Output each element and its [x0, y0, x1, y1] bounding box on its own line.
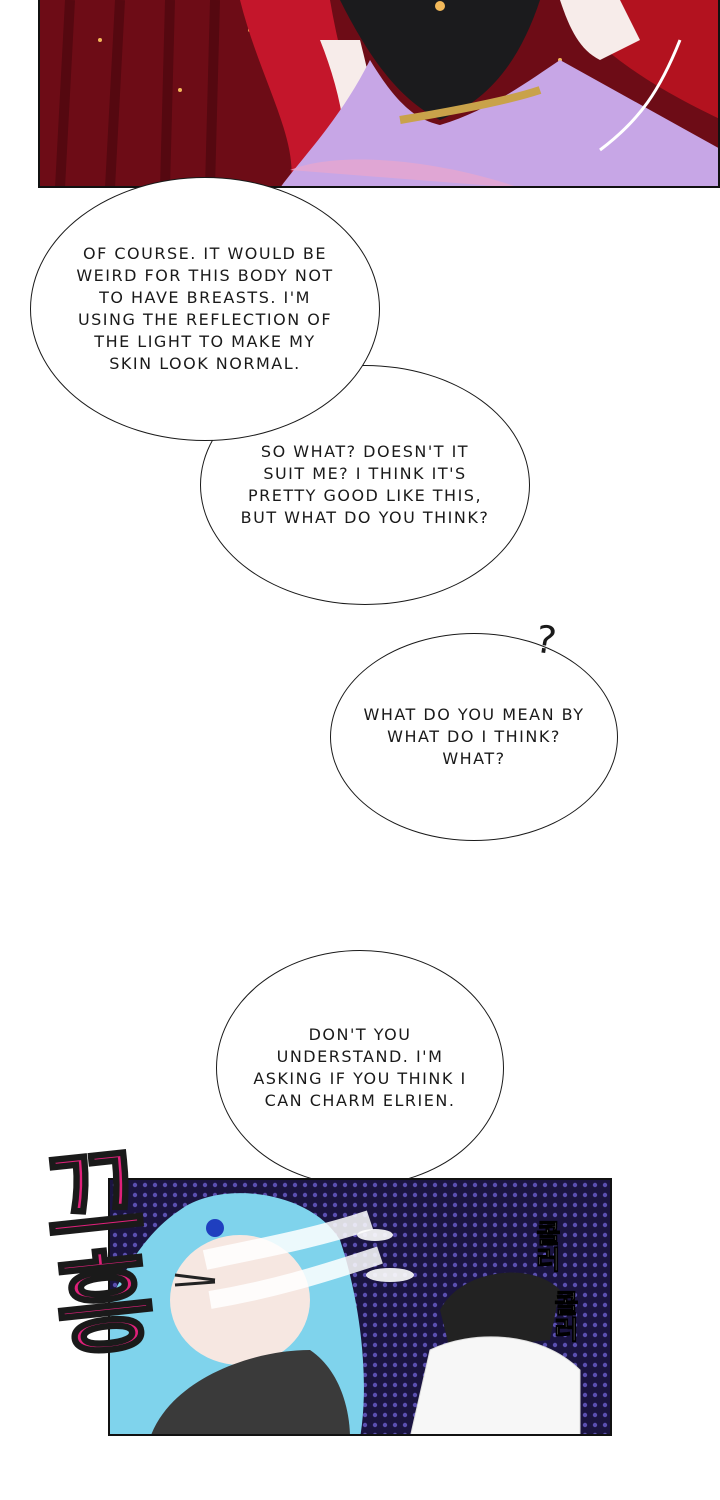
sfx-big: 끄흥 — [15, 1133, 165, 1364]
bottom-panel-art — [110, 1180, 610, 1434]
top-panel — [38, 0, 720, 188]
sfx-cough-1: 콜러 — [531, 1220, 562, 1273]
speech-bubble-4: DON'T YOU UNDERSTAND. I'M ASKING IF YOU … — [216, 950, 504, 1186]
speech-bubble-3-text: WHAT DO YOU MEAN BY WHAT DO I THINK? WHA… — [363, 705, 585, 768]
sfx-cough-2: 콜러 — [549, 1290, 580, 1343]
top-panel-art — [40, 0, 718, 186]
bottom-panel: 콜러 콜러 — [108, 1178, 612, 1436]
speech-bubble-4-text: DON'T YOU UNDERSTAND. I'M ASKING IF YOU … — [253, 1025, 467, 1110]
speech-bubble-2-text: SO WHAT? DOESN'T IT SUIT ME? I THINK IT'… — [240, 442, 490, 527]
speech-bubble-1-text: OF COURSE. IT WOULD BE WEIRD FOR THIS BO… — [76, 244, 334, 373]
speech-bubble-1: OF COURSE. IT WOULD BE WEIRD FOR THIS BO… — [30, 177, 380, 441]
speech-bubble-3: WHAT DO YOU MEAN BY WHAT DO I THINK? WHA… — [330, 633, 618, 841]
